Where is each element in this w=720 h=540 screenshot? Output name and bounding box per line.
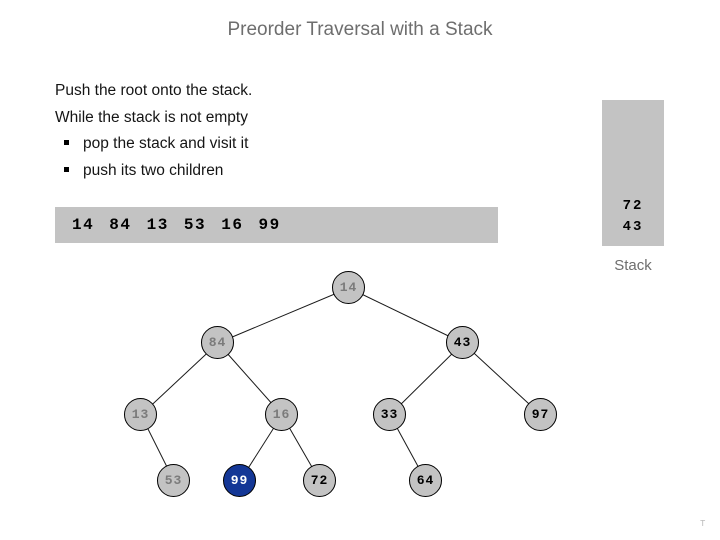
tree-node-97: 97 — [524, 398, 557, 431]
algorithm-bullet-1-label: pop the stack and visit it — [83, 135, 249, 152]
tree-node-14: 14 — [332, 271, 365, 304]
tree-node-53: 53 — [157, 464, 190, 497]
tree-node-64: 64 — [409, 464, 442, 497]
stack-box: 72 43 — [602, 100, 664, 246]
algorithm-bullet-2: push its two children — [55, 158, 252, 185]
visited-sequence-text: 14 84 13 53 16 99 — [72, 216, 281, 234]
stack-item-top: 72 — [622, 198, 644, 214]
tree-node-33: 33 — [373, 398, 406, 431]
algorithm-line-2: While the stack is not empty — [55, 108, 248, 126]
tree-node-99: 99 — [223, 464, 256, 497]
stack-item-bottom: 43 — [622, 219, 644, 235]
algorithm-line-1: Push the root onto the stack. — [55, 82, 253, 99]
tree-edge-14-84 — [217, 287, 350, 344]
algorithm-text: Push the root onto the stack. While the … — [55, 78, 252, 184]
algorithm-bullet-1: pop the stack and visit it — [55, 131, 252, 158]
tree-node-13: 13 — [124, 398, 157, 431]
tree-node-72: 72 — [303, 464, 336, 497]
square-bullet-icon — [64, 140, 69, 146]
footer-mark: T — [700, 519, 706, 529]
tree-node-84: 84 — [201, 326, 234, 359]
tree-node-16: 16 — [265, 398, 298, 431]
tree-edge-84-13 — [140, 342, 219, 416]
tree-edge-14-43 — [348, 287, 464, 344]
page-title: Preorder Traversal with a Stack — [227, 19, 493, 40]
algorithm-bullet-2-label: push its two children — [83, 161, 224, 179]
tree-node-43: 43 — [446, 326, 479, 359]
square-bullet-icon — [64, 166, 69, 172]
stack-label: Stack — [614, 257, 652, 274]
visited-sequence-bar: 14 84 13 53 16 99 — [55, 207, 498, 243]
